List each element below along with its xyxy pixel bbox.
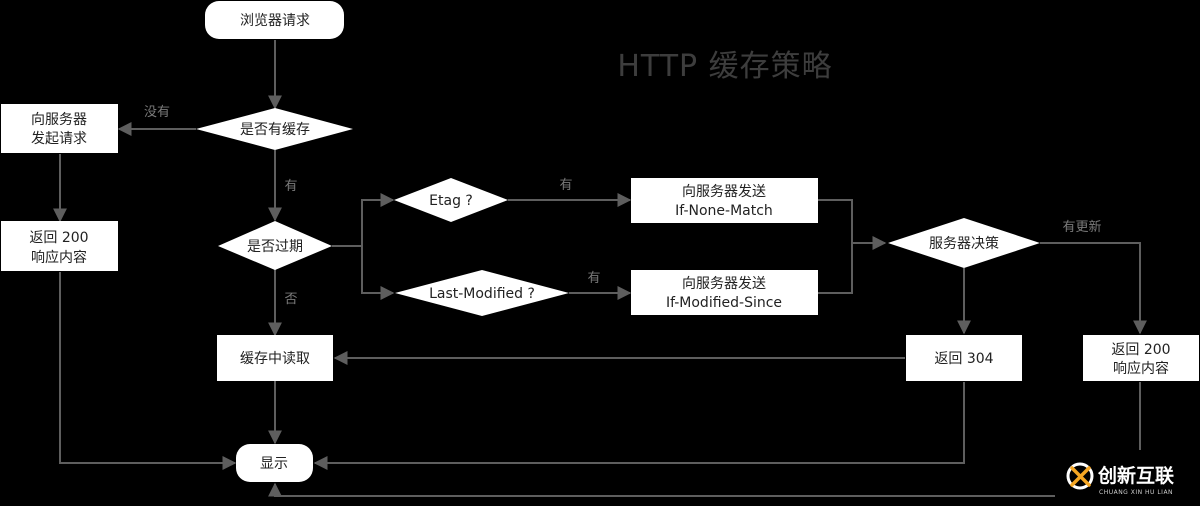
node-read-cache: 缓存中读取 (217, 335, 333, 381)
node-server-request: 向服务器 发起请求 (1, 104, 118, 153)
label-has-update: 有更新 (1062, 219, 1101, 235)
node-has-cache-label: 是否有缓存 (240, 122, 310, 138)
node-send-if-none-match-line2: If-None-Match (675, 203, 773, 219)
label-has-cache-yes: 有 (284, 179, 297, 194)
logo-name: 创新互联 (1097, 464, 1174, 487)
node-is-expired: 是否过期 (218, 221, 332, 270)
node-display: 显示 (236, 444, 313, 482)
edge-200-to-display (59, 272, 237, 470)
node-send-if-none-match-line1: 向服务器发送 (682, 184, 766, 200)
node-return-200-left-line2: 响应内容 (31, 249, 87, 266)
node-etag: Etag ? (394, 178, 508, 222)
node-browser-request: 浏览器请求 (205, 1, 344, 39)
node-send-if-modified-since: 向服务器发送 If-Modified-Since (631, 270, 818, 315)
node-return-200-right-line2: 响应内容 (1113, 360, 1169, 377)
node-server-decide: 服务器决策 (888, 218, 1040, 268)
node-return-304-label: 返回 304 (934, 351, 993, 367)
label-last-modified-yes: 有 (587, 271, 600, 286)
edge-has-update-to-200 (1040, 242, 1147, 335)
node-return-200-right: 返回 200 响应内容 (1083, 335, 1199, 381)
node-read-cache-label: 缓存中读取 (240, 350, 310, 367)
node-last-modified: Last-Modified ? (395, 270, 569, 316)
node-return-200-left-line1: 返回 200 (29, 230, 88, 246)
node-send-if-modified-since-line1: 向服务器发送 (682, 276, 766, 292)
node-server-request-line1: 向服务器 (31, 112, 87, 128)
node-send-if-none-match: 向服务器发送 If-None-Match (631, 178, 818, 223)
node-display-label: 显示 (260, 456, 288, 472)
brand-logo: 创新互联 CHUANG XIN HU LIAN (1055, 451, 1200, 506)
node-return-304: 返回 304 (906, 335, 1022, 381)
node-has-cache: 是否有缓存 (196, 108, 353, 150)
logo-subtitle: CHUANG XIN HU LIAN (1099, 489, 1173, 496)
node-is-expired-label: 是否过期 (247, 239, 303, 255)
x-swoosh-icon (1066, 462, 1094, 490)
edge-labels: 没有 有 否 有 有 有更新 (144, 105, 1102, 307)
edge-expired-branch-etag (332, 193, 395, 247)
node-last-modified-label: Last-Modified ? (429, 286, 535, 302)
edge-304-to-display (313, 382, 965, 470)
node-server-request-line2: 发起请求 (31, 131, 87, 147)
node-return-200-right-line1: 返回 200 (1111, 342, 1170, 358)
nodes: 浏览器请求 是否有缓存 向服务器 发起请求 返回 200 响应内容 是否过期 E… (1, 1, 1199, 482)
label-not-expired: 否 (284, 292, 297, 307)
node-browser-request-label: 浏览器请求 (240, 13, 310, 29)
edge-if-none-match-to-decide (818, 199, 887, 250)
label-no-cache: 没有 (144, 105, 170, 120)
edge-if-modified-since-to-decide (818, 243, 853, 294)
node-server-decide-label: 服务器决策 (929, 235, 999, 252)
chart-title: HTTP 缓存策略 (617, 49, 832, 84)
edge-bottom-return-to-display (268, 482, 1055, 497)
node-send-if-modified-since-line2: If-Modified-Since (666, 295, 782, 311)
node-return-200-left: 返回 200 响应内容 (1, 221, 118, 271)
node-etag-label: Etag ? (429, 193, 473, 209)
connectors (53, 40, 1147, 497)
edge-expired-branch-lastmod (361, 246, 395, 300)
label-etag-yes: 有 (559, 178, 572, 193)
